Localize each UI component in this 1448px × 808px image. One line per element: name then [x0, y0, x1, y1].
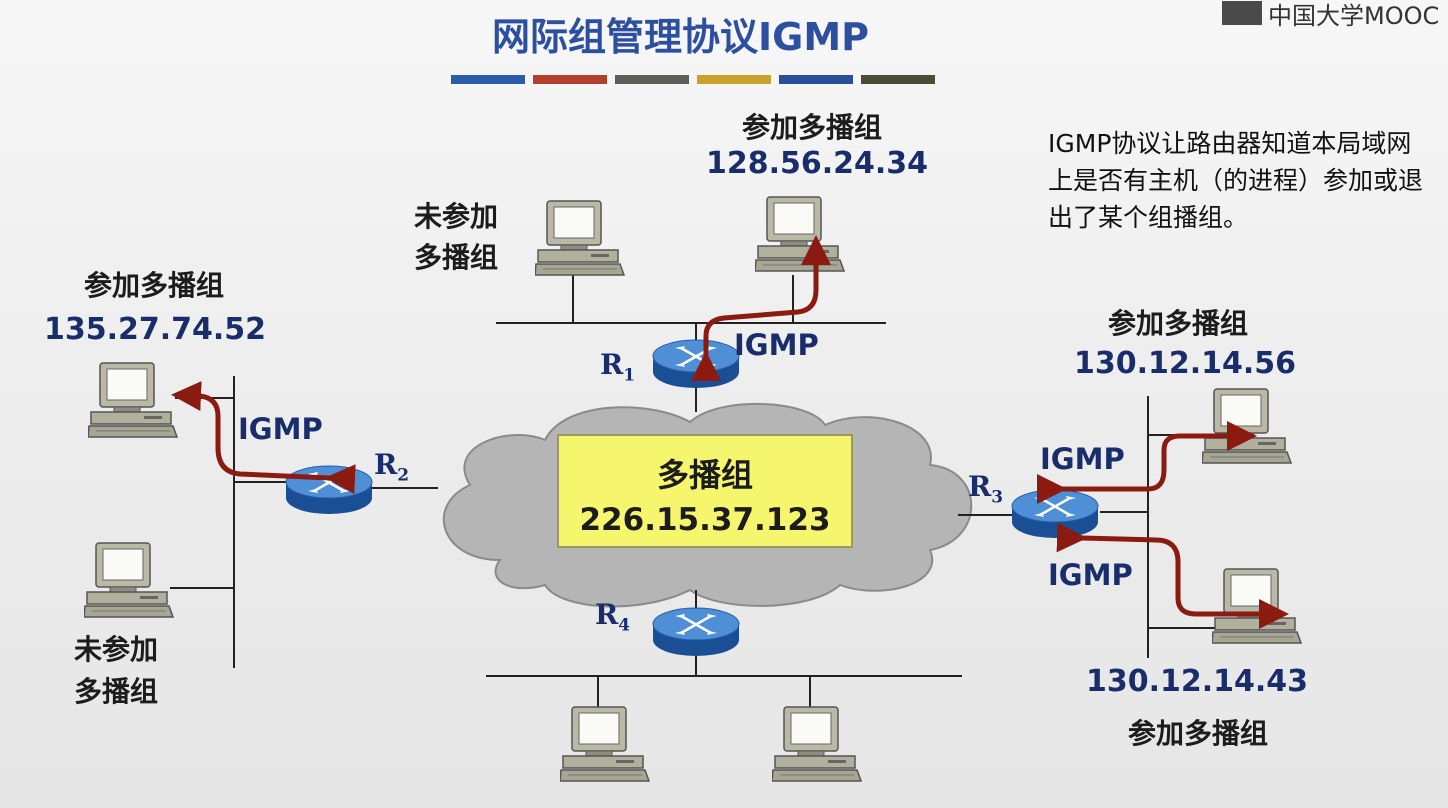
right-bottom-joined-ip: 130.12.14.43: [1086, 664, 1309, 699]
igmp-label-r2: IGMP: [238, 412, 323, 446]
left-joined-status: 参加多播组: [84, 269, 225, 302]
router-r3-icon: [1010, 488, 1100, 540]
computer-top-not-joined-icon: [535, 200, 625, 276]
logo-mark-icon: [1222, 1, 1262, 25]
computer-bottom-left-icon: [560, 706, 650, 782]
multicast-group-address: 226.15.37.123: [579, 502, 831, 538]
title-stripes: [451, 75, 935, 84]
right-top-joined-status: 参加多播组: [1108, 307, 1249, 340]
logo-text: 中国大学MOOC: [1268, 1, 1440, 30]
page-title: 网际组管理协议IGMP: [492, 15, 869, 59]
multicast-group-box: 多播组 226.15.37.123: [557, 434, 853, 548]
igmp-arrows: [171, 235, 1289, 629]
igmp-label-r1: IGMP: [734, 328, 819, 362]
router-r1-label: R1: [600, 348, 636, 386]
router-r2-icon: [284, 464, 374, 516]
router-r1-icon: [651, 338, 741, 390]
mooc-logo: 中国大学MOOC: [1222, 0, 1439, 30]
computer-left-joined-icon: [88, 362, 178, 438]
computer-left-not-joined-icon: [84, 542, 174, 618]
computer-bottom-right-icon: [772, 706, 862, 782]
right-top-joined-ip: 130.12.14.56: [1074, 346, 1297, 381]
top-joined-status: 参加多播组: [742, 111, 883, 144]
router-r3-label: R3: [968, 470, 1004, 508]
left-joined-ip: 135.27.74.52: [44, 312, 267, 347]
top-joined-ip: 128.56.24.34: [706, 146, 929, 181]
router-r2-label: R2: [374, 448, 410, 486]
router-r4-label: R4: [595, 598, 631, 636]
computer-right-bottom-joined-icon: [1212, 568, 1302, 644]
igmp-label-r3-bottom: IGMP: [1048, 558, 1133, 592]
router-r4-icon: [651, 606, 741, 658]
left-not-joined-line1: 未参加: [74, 633, 159, 666]
multicast-group-name: 多播组: [656, 456, 753, 494]
igmp-label-r3-top: IGMP: [1040, 442, 1125, 476]
top-not-joined-line2: 多播组: [414, 241, 499, 274]
computer-top-joined-icon: [755, 196, 845, 272]
right-bottom-joined-status: 参加多播组: [1128, 717, 1269, 750]
top-not-joined-line1: 未参加: [414, 200, 499, 233]
igmp-description: IGMP协议让路由器知道本局域网上是否有主机（的进程）参加或退出了某个组播组。: [1048, 129, 1424, 232]
left-not-joined-line2: 多播组: [74, 675, 159, 708]
computer-right-top-joined-icon: [1202, 388, 1292, 464]
